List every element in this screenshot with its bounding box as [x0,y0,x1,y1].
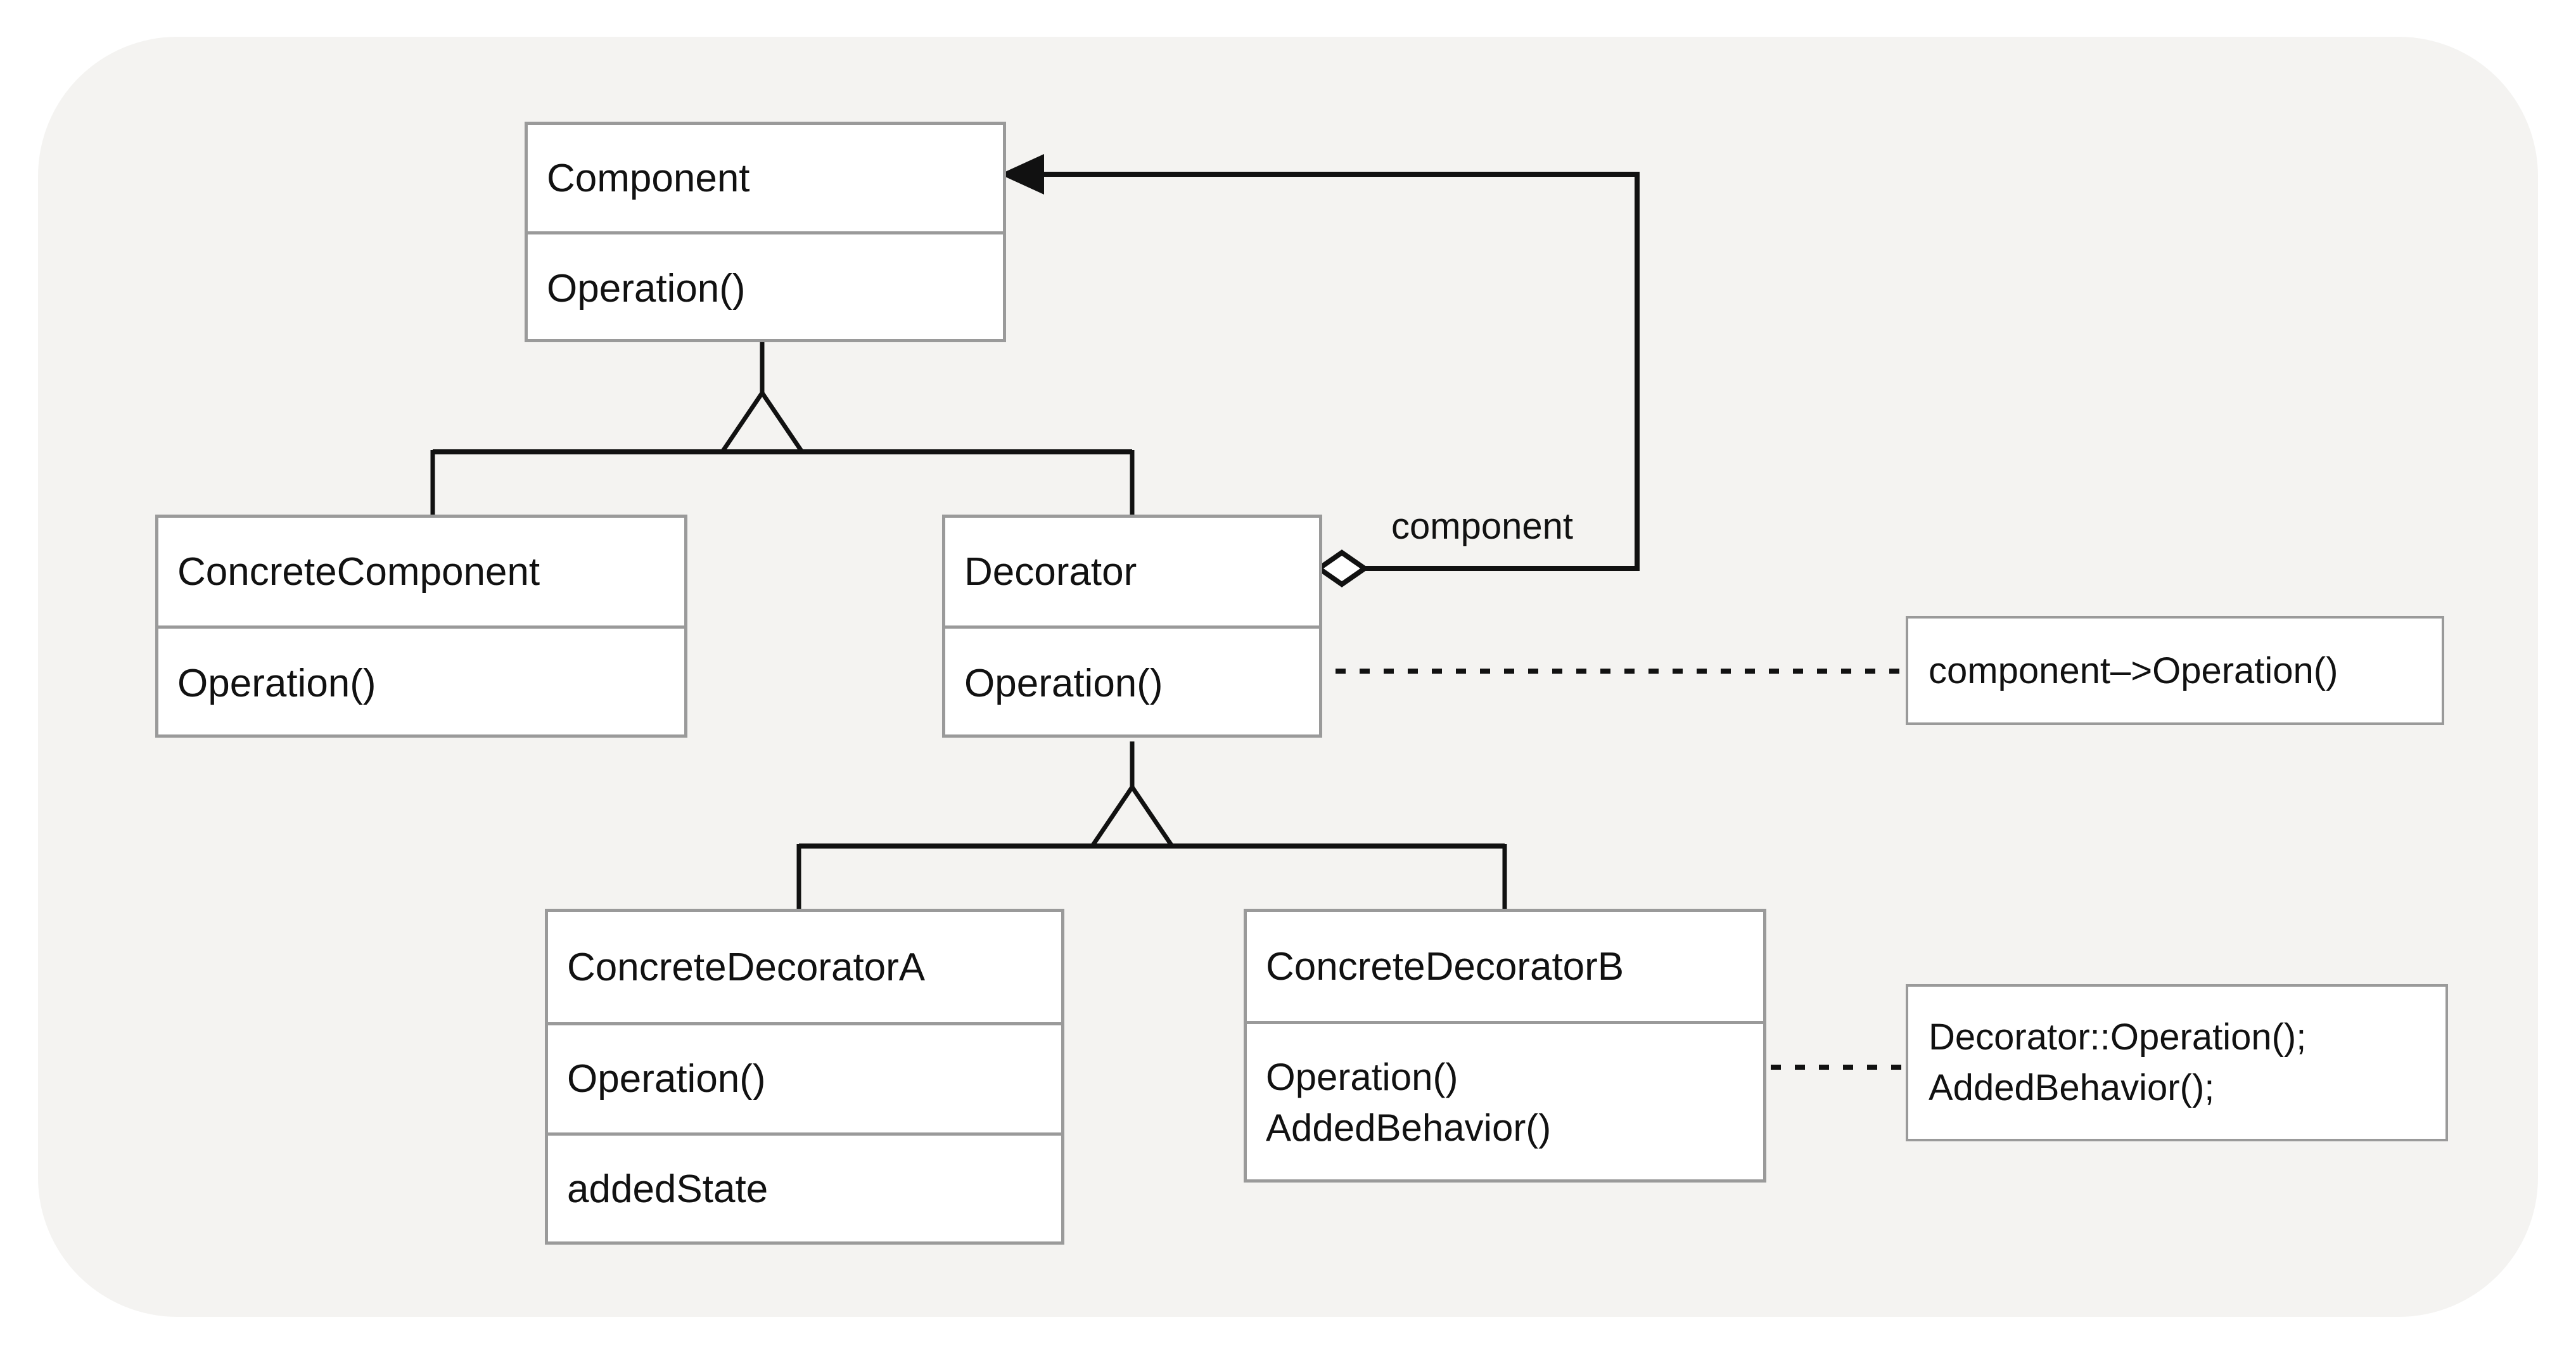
generalization-triangle-decorator [1088,783,1176,849]
class-attribute-concretedecoratora: addedState [548,1132,1061,1243]
class-name-decorator: Decorator [964,549,1137,594]
class-box-concretecomponent[interactable]: ConcreteComponent Operation() [155,515,687,738]
class-operation-concretecomponent: Operation() [158,625,684,738]
class-box-component[interactable]: Component Operation() [525,122,1006,342]
note-concretedecoratorb-line-1: Decorator::Operation(); [1929,1016,2307,1058]
class-name-concretecomponent: ConcreteComponent [177,549,540,594]
class-name-component: Component [547,156,750,200]
class-addedbehavior-concretedecoratorb: AddedBehavior() [1266,1106,1552,1149]
class-operation-component: Operation() [528,231,1003,342]
note-decorator-operation-line-1: component–>Operation() [1929,650,2338,691]
note-concretedecoratorb-operation[interactable]: Decorator::Operation(); AddedBehavior(); [1906,984,2448,1141]
note-decorator-operation[interactable]: component–>Operation() [1906,616,2444,725]
class-name-concretedecoratorb: ConcreteDecoratorB [1266,944,1624,989]
class-box-concretedecoratorb[interactable]: ConcreteDecoratorB Operation() AddedBeha… [1244,909,1766,1183]
aggregation-arrowhead [1000,154,1044,195]
class-box-concretedecoratora[interactable]: ConcreteDecoratorA Operation() addedStat… [545,909,1064,1245]
note-concretedecoratorb-line-2: AddedBehavior(); [1929,1067,2215,1108]
aggregation-diamond [1314,549,1370,587]
association-role-label-component: component [1391,506,1573,547]
class-operation-concretedecoratora: Operation() [548,1022,1061,1132]
class-box-decorator[interactable]: Decorator Operation() [942,515,1322,738]
class-members-concretedecoratorb: Operation() AddedBehavior() [1247,1021,1763,1181]
class-operation-concretedecoratorb: Operation() [1266,1056,1458,1099]
generalization-triangle-component [718,388,807,454]
class-operation-decorator: Operation() [945,625,1319,738]
class-name-concretedecoratora: ConcreteDecoratorA [567,945,926,989]
